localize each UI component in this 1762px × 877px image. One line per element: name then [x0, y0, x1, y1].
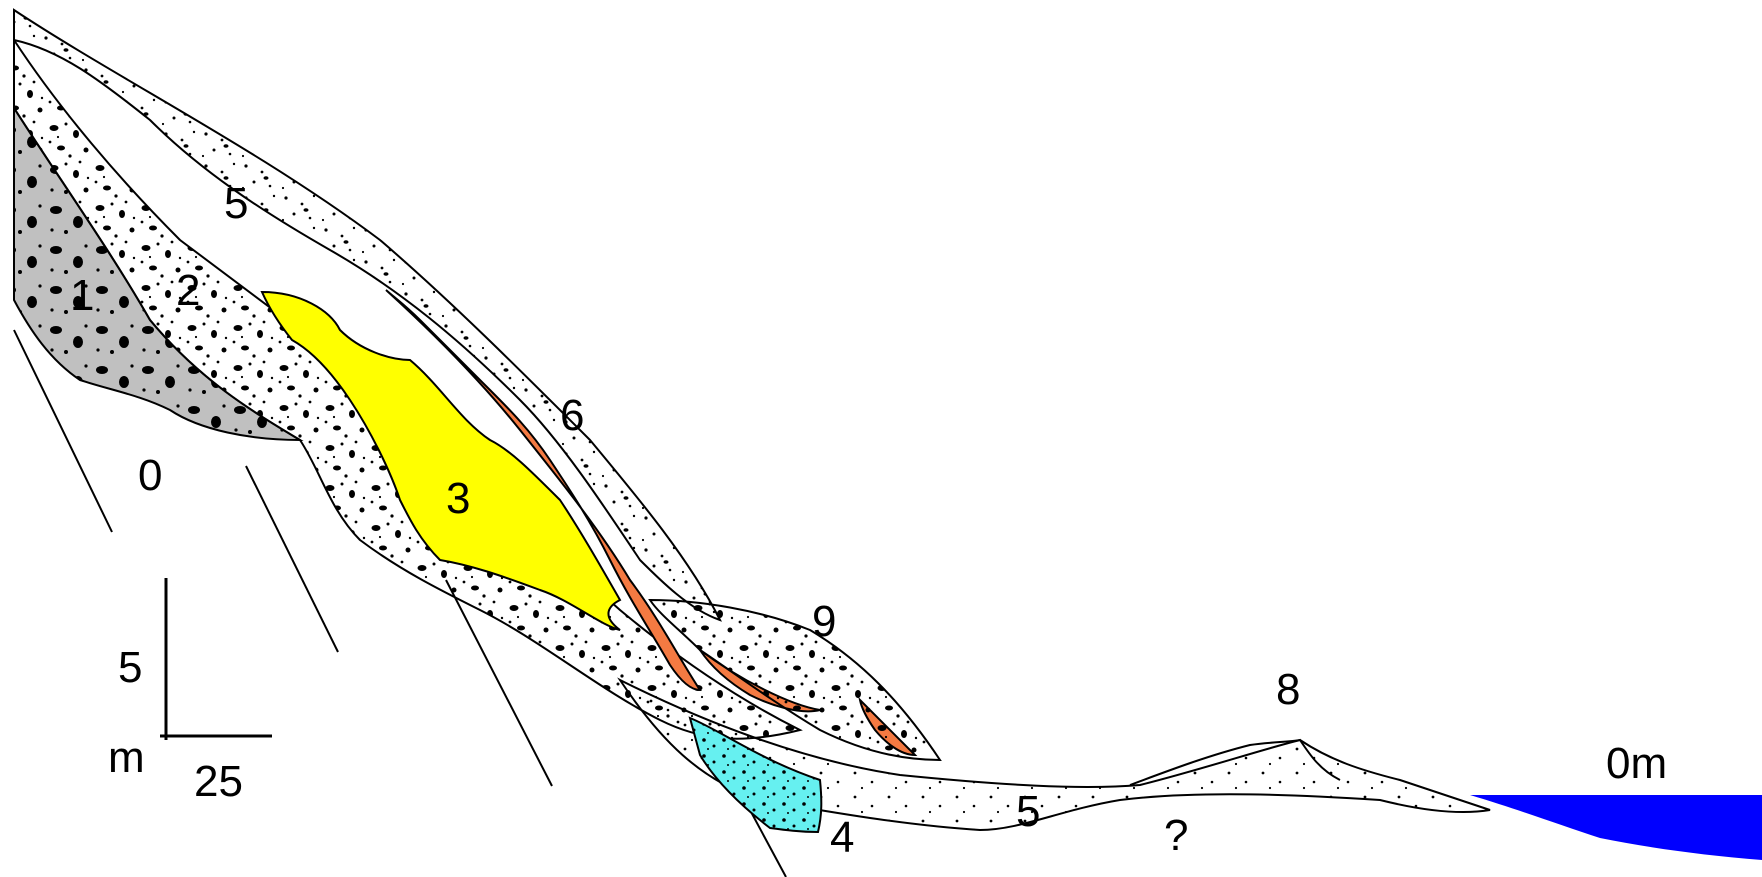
unit-6-orange-deposit: [385, 289, 702, 692]
label-unit-5-lower: 5: [1016, 787, 1040, 836]
label-uncertain: ?: [1164, 811, 1188, 860]
unit-9-gravel-lobe: [648, 598, 942, 762]
label-unit-9: 9: [812, 597, 836, 646]
unit-5-upper-fine-gravel: [13, 8, 722, 622]
scale-vertical-value: 5: [118, 643, 142, 692]
label-sea-level: 0m: [1606, 739, 1667, 788]
unit-8-mound: [1129, 738, 1341, 786]
scale-bar: [160, 578, 272, 740]
scale-unit: m: [108, 733, 145, 782]
unit-3-yellow-deposit: [260, 290, 622, 631]
label-unit-1: 1: [70, 271, 94, 320]
sea: [1470, 795, 1762, 860]
unit-5-lower-fine-gravel: [617, 677, 1491, 832]
label-unit-3: 3: [446, 474, 470, 523]
label-unit-5-upper: 5: [224, 179, 248, 228]
unit-4-cyan-deposit: [688, 716, 823, 834]
scale-horizontal-value: 25: [194, 757, 243, 806]
label-unit-0: 0: [138, 451, 162, 500]
label-unit-8: 8: [1276, 665, 1300, 714]
label-unit-2: 2: [176, 266, 200, 315]
label-unit-6: 6: [560, 391, 584, 440]
bedrock-strike-lines: [13, 329, 787, 877]
label-unit-4: 4: [830, 813, 854, 862]
